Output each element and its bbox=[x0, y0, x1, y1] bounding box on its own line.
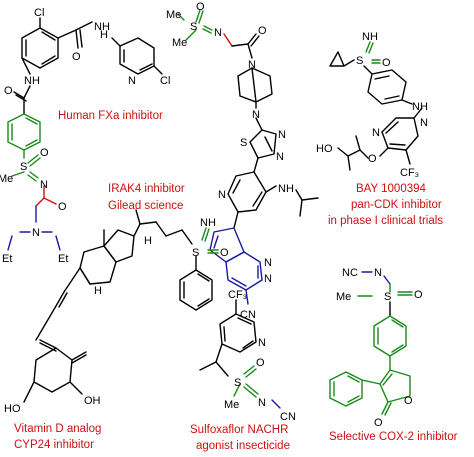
atom-n: N bbox=[128, 75, 136, 87]
cox2-furanone bbox=[379, 369, 411, 416]
atom-n: N bbox=[278, 129, 286, 141]
atom-o: O bbox=[4, 85, 13, 97]
fxa-pyridine bbox=[119, 37, 155, 75]
atom-n: N bbox=[248, 59, 256, 71]
atom-s: S bbox=[190, 21, 197, 33]
vitd-ring-d bbox=[103, 229, 135, 263]
atom-h: H bbox=[94, 285, 102, 297]
vitd-ring-a bbox=[33, 347, 73, 393]
atom-n: N bbox=[40, 179, 48, 191]
atom-n: N bbox=[252, 109, 260, 121]
sulfoxaflor-pyridine bbox=[219, 313, 257, 353]
atom-o: O bbox=[196, 1, 205, 13]
atom-o: O bbox=[258, 25, 267, 37]
captions: Human FXa inhibitor IRAK4 inhibitor Gile… bbox=[14, 110, 458, 452]
atom-n: N bbox=[374, 267, 382, 279]
atom-n: N bbox=[218, 189, 226, 201]
caption-irak4-line1: IRAK4 inhibitor bbox=[108, 183, 185, 195]
atom-o: O bbox=[374, 417, 383, 429]
bay-cyclopropyl bbox=[329, 51, 345, 67]
fxa-benzene-1 bbox=[21, 27, 59, 69]
caption-vitd-line1: Vitamin D analog bbox=[14, 423, 101, 435]
atom-h: H bbox=[100, 29, 108, 41]
atom-n: N bbox=[214, 27, 222, 39]
atom-o: O bbox=[220, 247, 229, 259]
cox2-benzene-2 bbox=[329, 371, 363, 407]
atom-et: Et bbox=[2, 253, 12, 265]
atom-n: N bbox=[276, 151, 284, 163]
atom-o: O bbox=[58, 201, 67, 213]
atom-nh: NH bbox=[200, 217, 216, 229]
atom-cn: CN bbox=[280, 411, 296, 423]
atom-h: H bbox=[144, 235, 152, 247]
cox2-benzene-1 bbox=[373, 315, 407, 357]
atom-oh: OH bbox=[84, 395, 101, 407]
atom-n: N bbox=[258, 397, 266, 409]
atom-s: S bbox=[20, 161, 27, 173]
vitd-ring-c bbox=[79, 245, 117, 285]
atom-ho: HO bbox=[316, 143, 333, 155]
caption-sulfoxaflor-line1: Sulfoxaflor NACHR bbox=[190, 424, 288, 436]
vitamin-d-structure bbox=[23, 209, 219, 403]
atom-o: O bbox=[368, 153, 377, 165]
caption-cox2: Selective COX-2 inhibitor bbox=[329, 431, 458, 443]
atom-cl: Cl bbox=[34, 7, 44, 19]
atom-nc: NC bbox=[342, 267, 358, 279]
atom-nh: NH bbox=[94, 21, 110, 33]
sulfoxaflor-structure bbox=[199, 299, 281, 409]
fxa-benzene-2 bbox=[7, 113, 41, 159]
atom-s: S bbox=[192, 247, 199, 259]
atom-ho: HO bbox=[4, 403, 21, 415]
atom-cf3: CF₃ bbox=[228, 289, 247, 301]
fxa-inhibitor-structure bbox=[7, 17, 163, 251]
caption-sulfoxaflor-line2: agonist insecticide bbox=[196, 440, 290, 452]
atom-o: O bbox=[414, 289, 423, 301]
atom-cf3: CF₃ bbox=[400, 167, 419, 179]
atom-nh: NH bbox=[278, 183, 294, 195]
irak4-thiadiazole bbox=[249, 129, 277, 159]
atom-me: Me bbox=[224, 399, 239, 411]
caption-fxa: Human FXa inhibitor bbox=[58, 110, 163, 122]
atom-nh: NH bbox=[362, 31, 378, 43]
atom-me: Me bbox=[0, 173, 13, 185]
caption-irak4-line2: Gilead science bbox=[108, 200, 183, 212]
atom-n: N bbox=[264, 273, 272, 285]
atom-o: O bbox=[40, 147, 49, 159]
atom-me: Me bbox=[336, 291, 351, 303]
caption-bay-line2: pan-CDK inhibitor bbox=[351, 199, 442, 211]
cox2-inhibitor-structure bbox=[329, 271, 413, 416]
caption-bay-line1: BAY 1000394 bbox=[356, 183, 427, 195]
caption-vitd-line2: CYP24 inhibitor bbox=[14, 439, 94, 451]
atom-s: S bbox=[356, 55, 363, 67]
atom-n: N bbox=[420, 117, 428, 129]
atom-s: S bbox=[240, 137, 247, 149]
atom-nh: NH bbox=[24, 75, 40, 87]
atom-n: N bbox=[264, 257, 272, 269]
irak4-pyrazolopyridine bbox=[209, 227, 263, 305]
vitd-phenyl bbox=[179, 269, 213, 311]
atom-cn: CN bbox=[240, 309, 256, 321]
atom-labels: Cl NH O O NH H N Cl S Me O N O N Et Et S… bbox=[0, 1, 428, 429]
atom-n: N bbox=[372, 127, 380, 139]
atom-o: O bbox=[382, 57, 391, 69]
bay1000394-structure bbox=[329, 41, 423, 171]
atom-cl: Cl bbox=[160, 75, 170, 87]
atom-me: Me bbox=[172, 37, 187, 49]
atom-et: Et bbox=[58, 253, 68, 265]
atom-n: N bbox=[258, 337, 266, 349]
atom-s: S bbox=[234, 377, 241, 389]
atom-o: O bbox=[404, 395, 413, 407]
atom-me: Me bbox=[166, 9, 181, 21]
irak4-inhibitor-structure bbox=[177, 9, 319, 305]
atom-s: S bbox=[384, 291, 391, 303]
atom-o: O bbox=[72, 51, 81, 63]
atom-n: N bbox=[32, 227, 40, 239]
caption-bay-line3: in phase I clinical trials bbox=[328, 215, 443, 227]
atom-nh: NH bbox=[412, 101, 428, 113]
atom-o: O bbox=[256, 357, 265, 369]
